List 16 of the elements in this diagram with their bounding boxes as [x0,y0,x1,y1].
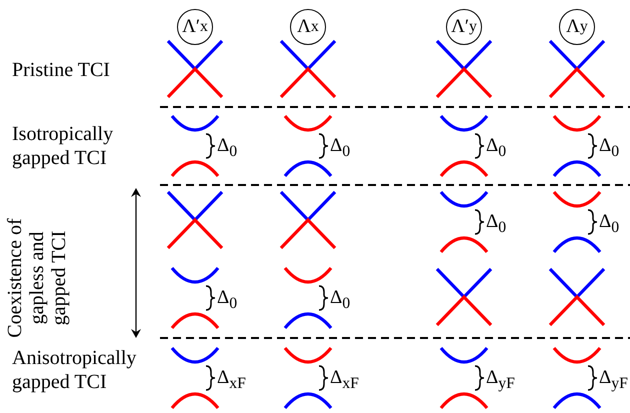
gap-label: Δ$_{xF}$ [330,367,359,394]
row-label: Pristine TCI [12,58,111,82]
gap-label: Δ$_{0}$ [330,287,350,314]
gap-label: Δ$_{yF}$ [599,367,628,394]
row-label: Isotropically gapped TCI [12,122,114,170]
row-label: Anisotropically gapped TCI [12,346,138,394]
gap-label: Δ$_{0}$ [486,135,506,162]
gap-label: Δ$_{xF}$ [217,367,246,394]
gap-label: Δ$_{0}$ [217,287,238,314]
gap-label: Δ$_{yF}$ [486,367,515,394]
gap-label: Δ$_{0}$ [330,135,350,162]
gap-label: Δ$_{0}$ [217,135,238,162]
gap-label: Δ$_{0}$ [599,135,620,162]
gap-label: Δ$_{0}$ [599,211,620,238]
gap-label: Δ$_{0}$ [486,211,506,238]
row-label: Coexistence of gapless and gapped TCI [4,217,70,340]
